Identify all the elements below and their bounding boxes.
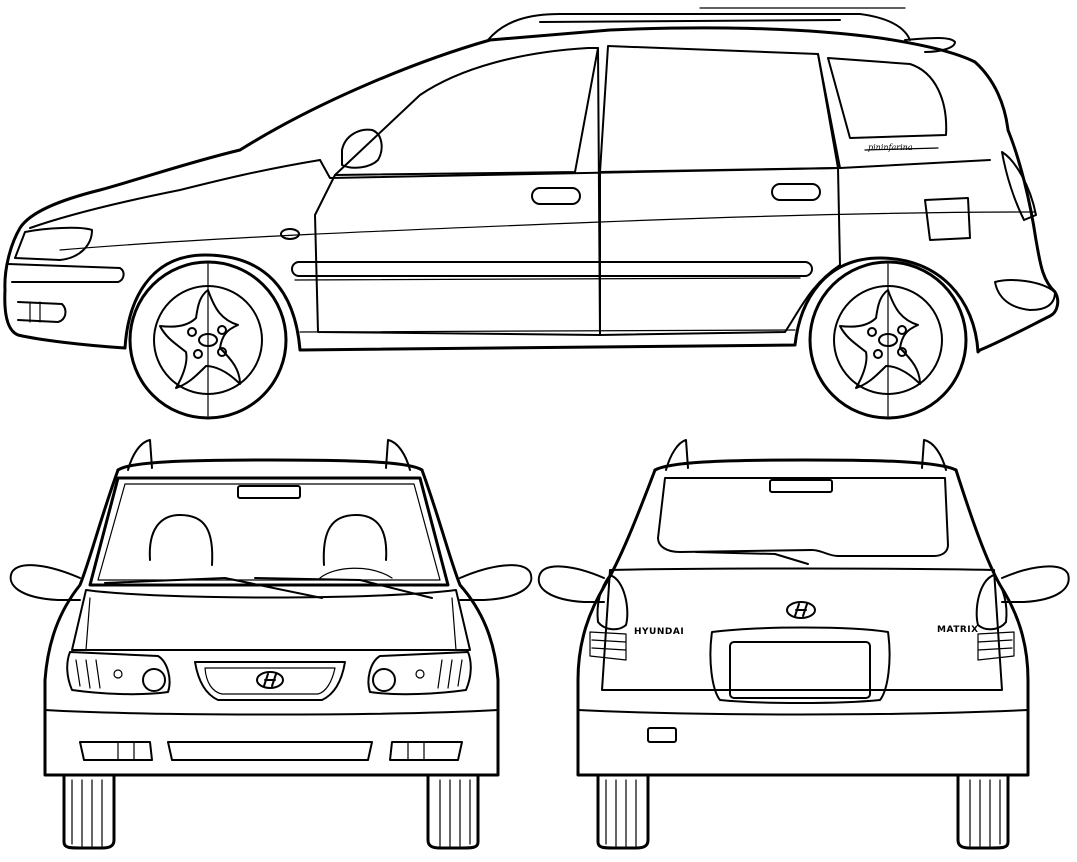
front-bumper <box>44 709 499 716</box>
rear-bumper <box>994 279 1056 311</box>
windshield <box>88 476 450 587</box>
rear-bumper-line <box>577 709 1029 716</box>
front-tire-right <box>426 773 480 850</box>
front-mirror-left <box>9 564 81 601</box>
c-pillar <box>817 53 841 169</box>
rear-door-window <box>599 45 839 173</box>
rear-brand-badge: HYUNDAI <box>634 627 684 637</box>
front-tire-left <box>62 773 116 850</box>
rear-door <box>599 167 841 336</box>
side-body-outline <box>3 26 1060 354</box>
tailgate <box>601 567 1003 691</box>
rear-brake-light <box>769 479 833 493</box>
front-door-handle <box>531 187 581 205</box>
quarter-window <box>827 57 948 139</box>
side-badge-line <box>864 147 939 151</box>
rear-model-badge: MATRIX <box>937 625 979 635</box>
front-wiper-left <box>104 577 323 599</box>
front-view <box>9 439 533 850</box>
side-view: pininfarina <box>3 7 1060 420</box>
front-interior-mirror <box>237 485 301 499</box>
front-grille <box>194 661 346 701</box>
front-roof <box>116 458 424 472</box>
side-crease <box>59 211 1036 251</box>
side-rear-lamp <box>1001 151 1037 221</box>
front-fog-left <box>79 741 153 761</box>
front-door-window <box>334 47 599 176</box>
fuel-cap <box>924 197 971 241</box>
roof-rail <box>487 13 911 41</box>
front-body-outline <box>43 468 500 777</box>
front-hood <box>71 589 471 651</box>
license-plate-recess <box>709 626 891 704</box>
roof-rail-bar <box>539 19 841 23</box>
side-sill <box>299 329 796 333</box>
side-headlight <box>14 226 93 261</box>
front-headrest-right <box>322 514 388 566</box>
rear-wheel <box>808 260 968 420</box>
front-door <box>314 171 601 336</box>
rear-wiper <box>695 551 809 565</box>
side-belt-line <box>319 159 991 179</box>
side-mirror <box>341 128 383 169</box>
front-bumper-line <box>7 263 125 283</box>
rear-tire-left <box>596 773 650 850</box>
rear-roof <box>653 458 958 472</box>
headlight-left <box>66 651 171 696</box>
front-wiper-right <box>254 577 433 599</box>
side-crease-lower <box>294 277 801 281</box>
tail-lamp-right <box>975 574 1008 631</box>
front-hyundai-logo <box>256 671 284 689</box>
rear-mirror-right <box>1001 565 1070 603</box>
front-fog-right <box>389 741 463 761</box>
front-fog-lamp <box>17 301 67 323</box>
headlight-right <box>367 651 472 696</box>
license-plate <box>729 641 871 699</box>
rear-door-handle <box>771 183 821 201</box>
side-hood-line <box>29 159 321 229</box>
rear-spoiler <box>904 37 956 53</box>
tail-lamp-left <box>596 574 629 631</box>
side-marker <box>280 228 300 240</box>
front-lower-grille <box>167 741 373 761</box>
front-mirror-right <box>459 564 533 601</box>
rear-reflector <box>647 727 677 743</box>
rear-view: HYUNDAI MATRIX <box>537 439 1070 850</box>
rear-tire-right <box>956 773 1010 850</box>
rear-mirror-left <box>537 565 605 603</box>
side-molding <box>291 261 813 277</box>
front-wheel <box>128 260 288 420</box>
rear-body-outline <box>576 468 1030 777</box>
rear-hyundai-logo <box>786 601 816 619</box>
front-headrest-left <box>148 514 214 566</box>
rear-window <box>657 477 949 557</box>
pininfarina-badge: pininfarina <box>868 143 913 152</box>
